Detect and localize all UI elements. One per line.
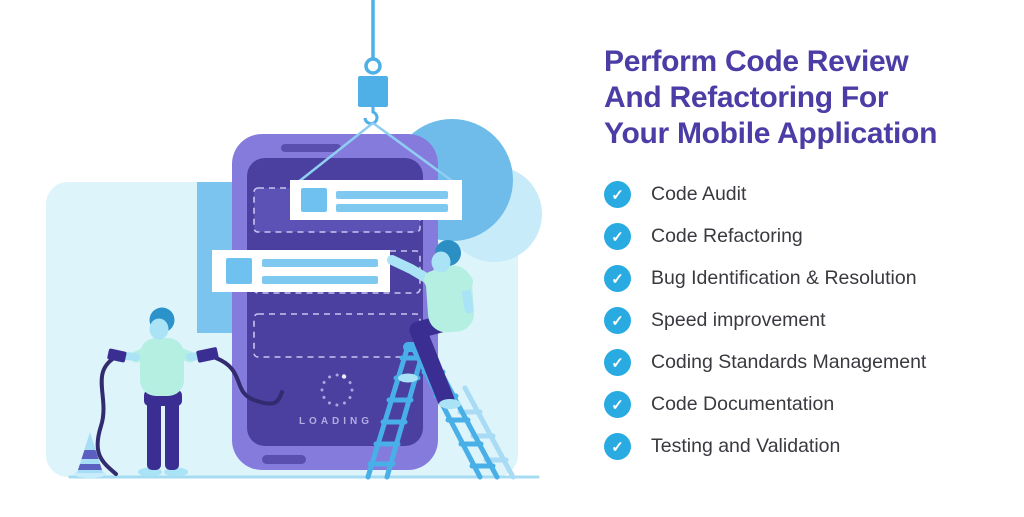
content-column: Perform Code Review And Refactoring For … xyxy=(604,44,1012,460)
checklist-item: ✓ Code Documentation xyxy=(604,391,1012,418)
checklist-item-label: Bug Identification & Resolution xyxy=(651,267,917,289)
pant-leg xyxy=(147,398,161,470)
checklist-item: ✓ Code Refactoring xyxy=(604,223,1012,250)
forearm xyxy=(122,352,140,361)
ui-card-top xyxy=(290,180,462,220)
checklist-item: ✓ Coding Standards Management xyxy=(604,349,1012,376)
shoe xyxy=(398,373,418,383)
check-circle-icon: ✓ xyxy=(604,223,631,250)
checklist-item: ✓ Code Audit xyxy=(604,181,1012,208)
face xyxy=(149,318,169,340)
developer-standing xyxy=(95,307,284,477)
sleeve xyxy=(424,271,442,289)
check-circle-icon: ✓ xyxy=(604,391,631,418)
ui-card-bottom xyxy=(212,250,390,292)
face xyxy=(431,251,451,273)
home-button xyxy=(262,455,306,464)
cable-plug-icon xyxy=(196,347,219,363)
traffic-cone xyxy=(74,432,106,478)
checklist-item-label: Code Audit xyxy=(651,183,747,205)
shoe xyxy=(439,399,461,409)
checklist-item: ✓ Speed improvement xyxy=(604,307,1012,334)
pant-leg xyxy=(165,398,179,470)
check-circle-icon: ✓ xyxy=(604,433,631,460)
card-text-bar xyxy=(262,259,378,267)
card-text-bar xyxy=(262,276,378,284)
check-circle-icon: ✓ xyxy=(604,265,631,292)
check-circle-icon: ✓ xyxy=(604,349,631,376)
checklist-item: ✓ Testing and Validation xyxy=(604,433,1012,460)
card-thumbnail xyxy=(301,188,327,212)
power-cable-right xyxy=(214,356,284,406)
speaker-slot xyxy=(281,144,341,152)
cone-stripe xyxy=(78,464,102,470)
card-text-bar xyxy=(336,191,448,199)
hook-icon xyxy=(363,107,379,126)
loading-spinner-icon xyxy=(320,373,354,407)
page-title: Perform Code Review And Refactoring For … xyxy=(604,45,938,150)
checklist-item-label: Coding Standards Management xyxy=(651,351,927,373)
check-circle-icon: ✓ xyxy=(604,181,631,208)
checklist-item: ✓ Bug Identification & Resolution xyxy=(604,265,1012,292)
cone-stripe xyxy=(81,450,99,459)
checklist-item-label: Speed improvement xyxy=(651,309,826,331)
checklist-item-label: Code Refactoring xyxy=(651,225,803,247)
card-text-bar xyxy=(336,204,448,212)
checklist-item-label: Testing and Validation xyxy=(651,435,841,457)
hero-illustration: LOADING xyxy=(46,0,542,480)
checklist-item-label: Code Documentation xyxy=(651,393,835,415)
card-thumbnail xyxy=(226,258,252,284)
crane-hook xyxy=(296,0,456,185)
sling-cable-left xyxy=(296,122,374,184)
sleeve xyxy=(455,273,473,291)
crane-ring-icon xyxy=(364,57,382,75)
developer-climbing xyxy=(387,240,475,409)
feature-checklist: ✓ Code Audit ✓ Code Refactoring ✓ Bug Id… xyxy=(604,181,1012,460)
check-circle-icon: ✓ xyxy=(604,307,631,334)
cable-plug-icon xyxy=(107,348,127,363)
crane-block xyxy=(358,76,388,107)
hero-illustration-svg xyxy=(46,0,542,480)
sling-cable-right xyxy=(372,121,456,185)
power-cable-left xyxy=(95,356,118,476)
loading-label: LOADING xyxy=(298,416,374,427)
